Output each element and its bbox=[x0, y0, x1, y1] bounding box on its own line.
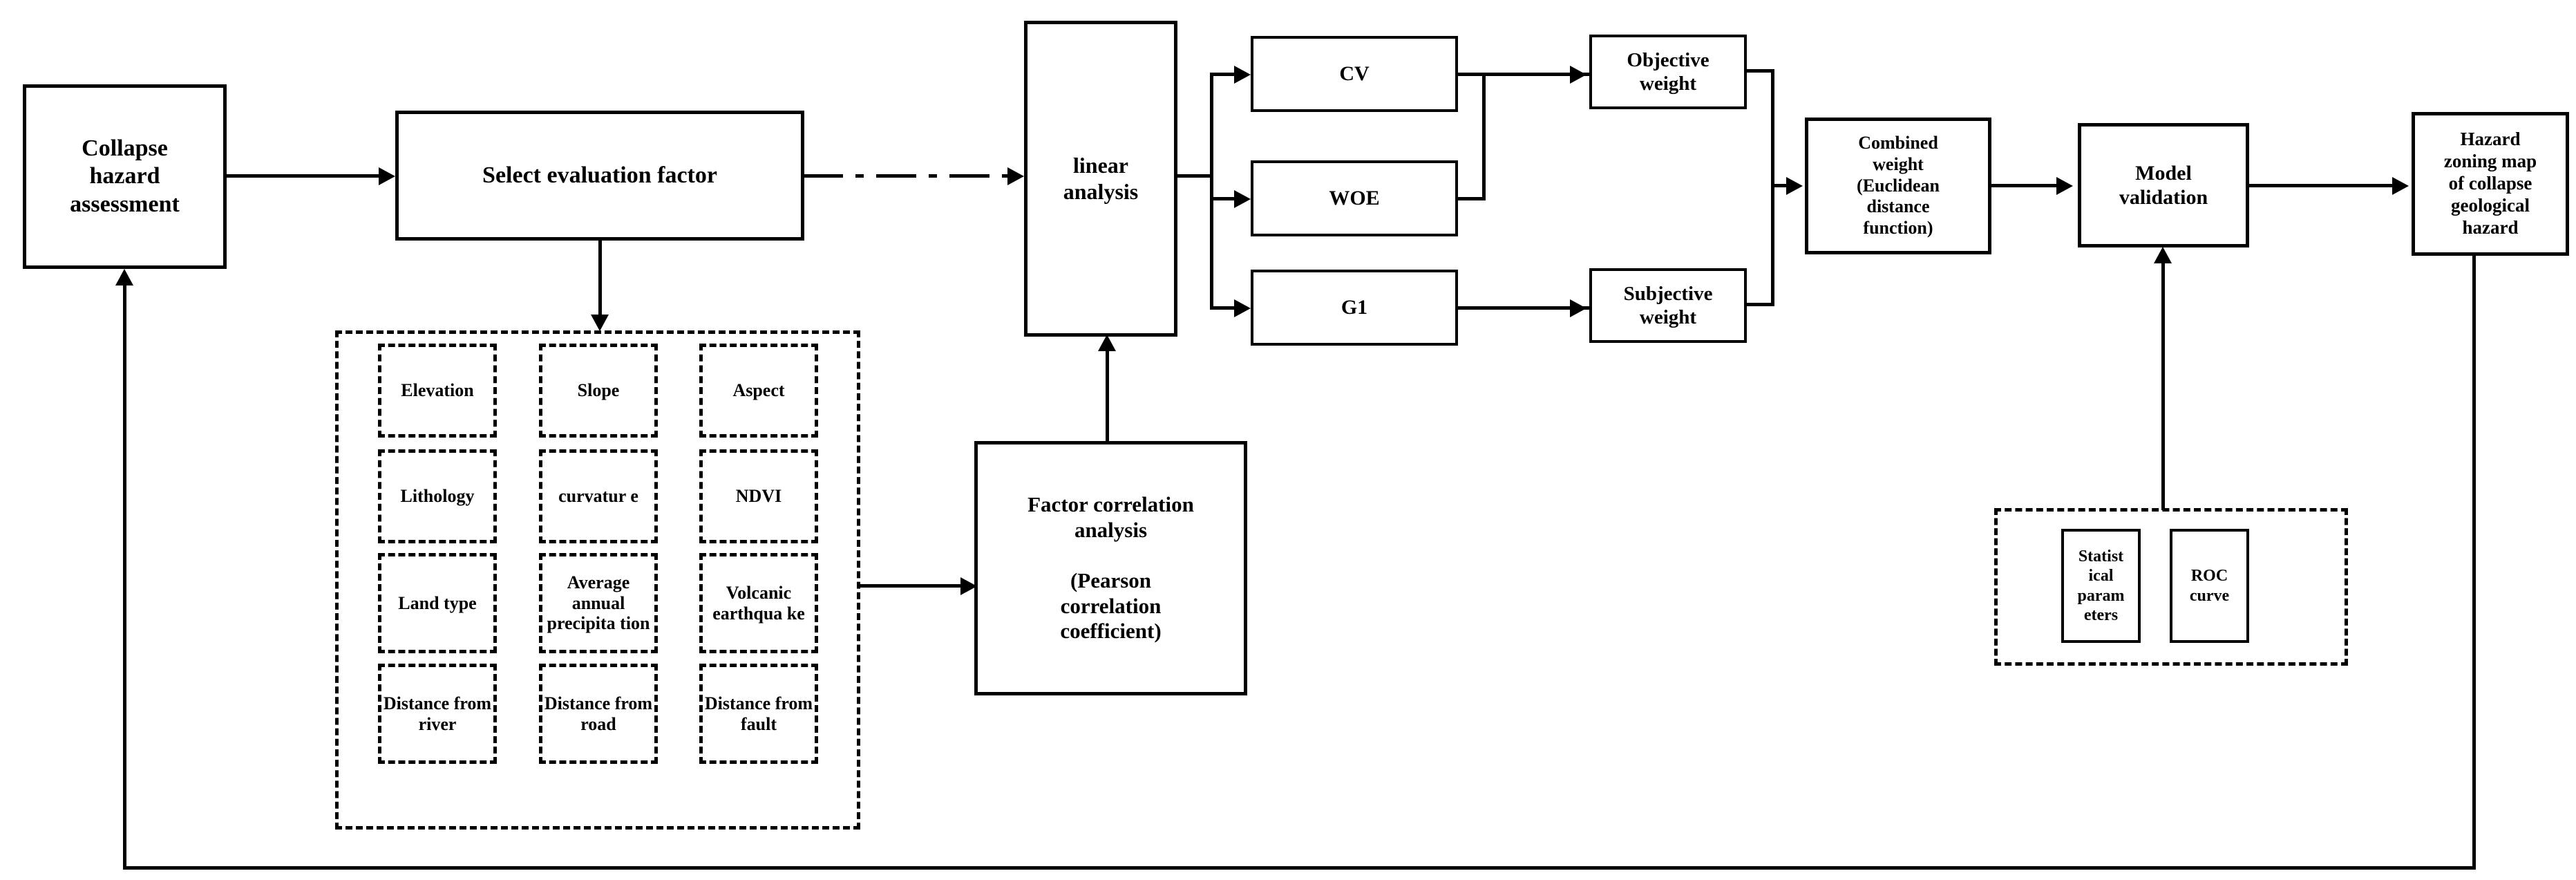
factor-item-slope-label: Slope bbox=[577, 380, 620, 401]
edge-linear-to-g1-arrowhead bbox=[1234, 299, 1251, 317]
edge-select-to-linear-dot1 bbox=[855, 174, 864, 178]
factor-item-elevation-label: Elevation bbox=[401, 380, 474, 401]
edge-g1-to-subjective-arrowhead bbox=[1570, 299, 1587, 317]
factor-item-volcanic-earthquake[interactable]: Volcanic earthqua ke bbox=[699, 553, 818, 653]
factor-item-curvature-label: curvatur e bbox=[558, 486, 638, 507]
factor-item-distance-from-river[interactable]: Distance from river bbox=[378, 664, 497, 764]
factor-item-slope[interactable]: Slope bbox=[539, 344, 658, 438]
edge-linear-to-cv-arrowhead bbox=[1234, 66, 1251, 84]
edge-select-to-linear-arrowhead bbox=[1007, 167, 1024, 185]
edge-woe-to-riser-line bbox=[1458, 197, 1486, 200]
edge-correlation-to-linear-arrowhead bbox=[1098, 335, 1116, 351]
node-subjective-weight[interactable]: Subjective weight bbox=[1589, 268, 1747, 343]
edge-merge-to-combined-arrowhead bbox=[1786, 177, 1803, 195]
node-model-validation-label: Model validation bbox=[2119, 161, 2208, 209]
node-factor-correlation-analysis[interactable]: Factor correlation analysis (Pearson cor… bbox=[974, 441, 1247, 695]
edge-validationgroup-to-validation-arrowhead bbox=[2154, 247, 2172, 263]
edge-select-to-linear-dot3 bbox=[1002, 174, 1010, 178]
node-statistical-parameters-label: Statist ical param eters bbox=[2077, 547, 2125, 624]
edge-linear-to-g1-line bbox=[1210, 306, 1238, 310]
node-combined-weight-label: Combined weight (Euclidean distance func… bbox=[1857, 133, 1940, 238]
edge-feedback-right-vertical bbox=[2472, 256, 2476, 870]
edge-cv-to-objective-line bbox=[1458, 73, 1589, 76]
node-linear-analysis[interactable]: linear analysis bbox=[1024, 21, 1177, 337]
edge-feedback-bottom-horizontal bbox=[123, 866, 2476, 870]
node-subjective-weight-label: Subjective weight bbox=[1623, 282, 1713, 328]
node-statistical-parameters[interactable]: Statist ical param eters bbox=[2061, 529, 2141, 643]
edge-subjective-merge-stub bbox=[1747, 303, 1774, 306]
edge-validationgroup-to-validation-line bbox=[2161, 261, 2165, 510]
factor-item-average-annual-precipitation-label: Average annual precipita tion bbox=[547, 572, 650, 634]
node-linear-analysis-label: linear analysis bbox=[1063, 152, 1139, 204]
factor-item-land-type[interactable]: Land type bbox=[378, 553, 497, 653]
edge-validation-to-hazardmap-arrowhead bbox=[2392, 177, 2409, 195]
node-g1-label: G1 bbox=[1341, 296, 1368, 319]
factor-item-ndvi-label: NDVI bbox=[735, 486, 782, 507]
factor-item-aspect[interactable]: Aspect bbox=[699, 344, 818, 438]
edge-select-to-grid-line bbox=[598, 241, 602, 318]
node-g1[interactable]: G1 bbox=[1251, 270, 1458, 346]
edge-select-to-grid-arrowhead bbox=[591, 315, 609, 331]
edge-linear-to-woe-arrowhead bbox=[1234, 190, 1251, 208]
factor-item-lithology-label: Lithology bbox=[400, 486, 475, 507]
node-roc-curve-label: ROC curve bbox=[2189, 567, 2230, 605]
edge-linear-fanout-stub bbox=[1177, 174, 1213, 178]
factor-item-ndvi[interactable]: NDVI bbox=[699, 449, 818, 543]
edge-feedback-left-vertical bbox=[123, 285, 126, 869]
edge-combined-to-validation-line bbox=[1991, 184, 2061, 187]
node-factor-correlation-analysis-label: Factor correlation analysis (Pearson cor… bbox=[1027, 492, 1194, 644]
factor-item-average-annual-precipitation[interactable]: Average annual precipita tion bbox=[539, 553, 658, 653]
factor-item-distance-from-fault[interactable]: Distance from fault bbox=[699, 664, 818, 764]
edge-grid-to-correlation-arrowhead bbox=[960, 577, 977, 595]
factor-grid-container bbox=[335, 330, 860, 830]
factor-item-aspect-label: Aspect bbox=[732, 380, 785, 401]
edge-select-to-linear-seg3 bbox=[949, 174, 989, 178]
edge-combined-to-validation-arrowhead bbox=[2056, 177, 2073, 195]
factor-item-distance-from-road[interactable]: Distance from road bbox=[539, 664, 658, 764]
node-cv[interactable]: CV bbox=[1251, 36, 1458, 112]
edge-linear-to-cv-line bbox=[1210, 73, 1238, 76]
edge-select-to-linear-seg1 bbox=[804, 174, 843, 178]
node-collapse-hazard-assessment-label: Collapse hazard assessment bbox=[70, 135, 180, 217]
factor-item-distance-from-river-label: Distance from river bbox=[383, 693, 492, 734]
edge-collapse-to-select-line bbox=[227, 174, 386, 178]
edge-select-to-linear-dot2 bbox=[929, 174, 937, 178]
node-cv-label: CV bbox=[1339, 62, 1370, 86]
node-combined-weight[interactable]: Combined weight (Euclidean distance func… bbox=[1805, 118, 1991, 254]
node-hazard-zoning-map[interactable]: Hazard zoning map of collapse geological… bbox=[2412, 112, 2569, 256]
edge-grid-to-correlation-line bbox=[860, 584, 967, 588]
edge-merge-to-combined-line bbox=[1771, 184, 1792, 187]
edge-cv-to-objective-arrowhead bbox=[1570, 66, 1587, 84]
factor-item-volcanic-earthquake-label: Volcanic earthqua ke bbox=[712, 582, 805, 624]
edge-weights-merge-vertical bbox=[1771, 69, 1774, 306]
edge-select-to-linear-seg2 bbox=[876, 174, 916, 178]
node-woe[interactable]: WOE bbox=[1251, 160, 1458, 236]
factor-item-lithology[interactable]: Lithology bbox=[378, 449, 497, 543]
edge-woe-riser bbox=[1482, 73, 1486, 197]
node-objective-weight-label: Objective weight bbox=[1627, 48, 1710, 95]
edge-validation-to-hazardmap-line bbox=[2249, 184, 2398, 187]
edge-feedback-arrowhead bbox=[115, 269, 133, 285]
node-roc-curve[interactable]: ROC curve bbox=[2170, 529, 2249, 643]
factor-item-elevation[interactable]: Elevation bbox=[378, 344, 497, 438]
node-model-validation[interactable]: Model validation bbox=[2078, 123, 2249, 247]
edge-correlation-to-linear-line bbox=[1106, 349, 1109, 442]
factor-item-curvature[interactable]: curvatur e bbox=[539, 449, 658, 543]
edge-collapse-to-select-arrowhead bbox=[379, 167, 395, 185]
node-collapse-hazard-assessment[interactable]: Collapse hazard assessment bbox=[23, 84, 227, 269]
edge-objective-merge-stub bbox=[1747, 69, 1774, 73]
node-select-evaluation-factor[interactable]: Select evaluation factor bbox=[395, 111, 804, 241]
validation-group-container bbox=[1994, 508, 2348, 666]
factor-item-distance-from-road-label: Distance from road bbox=[544, 693, 653, 734]
edge-linear-to-woe-line bbox=[1210, 197, 1238, 200]
node-woe-label: WOE bbox=[1329, 187, 1380, 210]
factor-item-land-type-label: Land type bbox=[398, 592, 477, 613]
node-objective-weight[interactable]: Objective weight bbox=[1589, 35, 1747, 109]
edge-g1-to-subjective-line bbox=[1458, 306, 1589, 310]
node-select-evaluation-factor-label: Select evaluation factor bbox=[482, 162, 717, 188]
edge-linear-fanout-vertical bbox=[1210, 73, 1213, 308]
factor-item-distance-from-fault-label: Distance from fault bbox=[704, 693, 813, 734]
node-hazard-zoning-map-label: Hazard zoning map of collapse geological… bbox=[2443, 129, 2537, 238]
